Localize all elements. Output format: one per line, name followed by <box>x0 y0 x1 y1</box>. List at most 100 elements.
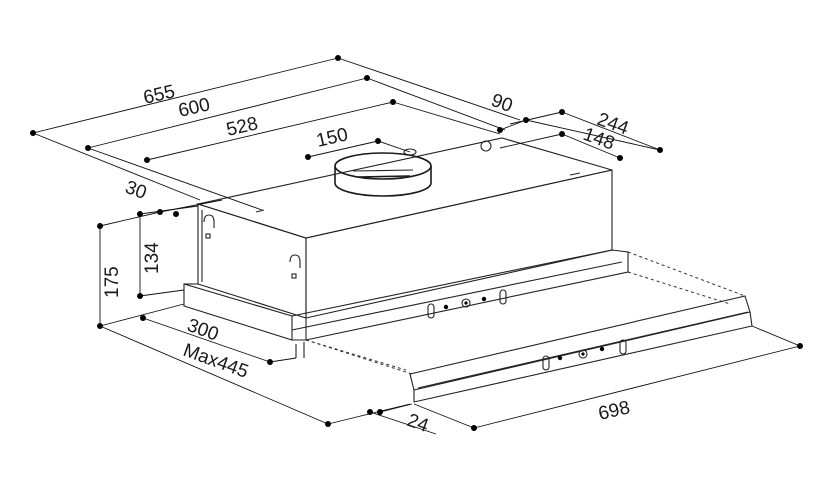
button-dot <box>481 296 487 302</box>
dim-ext-655-left <box>32 132 201 201</box>
slider-knob-left <box>427 303 435 319</box>
dim-dot <box>559 131 565 137</box>
base-front-line <box>291 261 623 331</box>
dim-dot <box>267 359 273 365</box>
slider-knob-left <box>542 355 550 371</box>
dim-line-698 <box>473 345 801 429</box>
button-ring <box>578 349 588 359</box>
slider-right-dashed <box>627 251 746 297</box>
dim-dot <box>137 211 143 217</box>
dim-ext-698-right <box>751 325 801 347</box>
dim-ext-698-left <box>413 403 475 429</box>
dim-ext-134-b <box>139 289 185 297</box>
slider-front-lip <box>413 311 753 403</box>
dim-dot <box>144 157 150 163</box>
dim-line-148 <box>561 133 621 159</box>
dim-line-300 <box>142 317 271 363</box>
dim-dot <box>559 109 565 115</box>
label-600: 600 <box>176 94 212 122</box>
dim-dot <box>30 130 36 136</box>
label-655: 655 <box>141 81 177 109</box>
slider-inner-dashed-right <box>627 271 731 305</box>
slider-knob-right <box>499 289 507 305</box>
base-front-strip <box>291 249 629 341</box>
duct-collar <box>334 152 432 197</box>
dim-dot <box>471 425 477 431</box>
button-dot <box>599 346 605 352</box>
dim-ext-655 <box>337 57 521 121</box>
label-90: 90 <box>488 90 515 117</box>
extended-slider <box>305 251 753 403</box>
dim-ext-600 <box>366 77 506 131</box>
dim-ext-175-b <box>99 303 185 327</box>
dim-line-244 <box>561 111 661 151</box>
dim-dot <box>367 409 373 415</box>
dim-dot <box>364 75 370 81</box>
label-30: 30 <box>122 177 149 204</box>
button-center <box>464 301 468 305</box>
slider-side-dashed <box>305 339 413 375</box>
dim-dot <box>97 223 103 229</box>
label-134: 134 <box>142 242 163 274</box>
label-175: 175 <box>102 266 123 298</box>
dim-dot <box>325 421 331 427</box>
dim-ext-300 <box>269 357 297 363</box>
dim-dot <box>335 55 341 61</box>
mount-slot-left <box>203 214 215 228</box>
dim-dot <box>173 211 179 217</box>
dim-ext-150 <box>377 140 411 153</box>
collar-flap <box>357 175 411 178</box>
dim-dot <box>377 409 383 415</box>
button-dot <box>443 304 449 310</box>
dimension-labels: 655 600 528 150 90 244 148 30 134 175 30… <box>102 81 632 437</box>
dim-line-24 <box>369 411 437 435</box>
button-ring <box>461 298 471 308</box>
dim-ext-244 <box>509 111 563 125</box>
mount-slot-right <box>289 254 301 268</box>
slider-front-panel <box>409 295 751 391</box>
mount-hole <box>291 273 297 279</box>
hood-body <box>195 137 613 319</box>
dim-dot <box>797 343 803 349</box>
dim-dot <box>140 315 146 321</box>
top-fixture <box>480 140 492 152</box>
dim-dot <box>390 99 396 105</box>
dim-dot <box>497 127 503 133</box>
dim-ext-24 <box>379 403 413 413</box>
collar-top-rim <box>334 152 432 180</box>
collar-flap-inner <box>352 169 414 172</box>
dim-ext-600-left <box>87 147 263 211</box>
collar-wall <box>334 166 432 197</box>
dim-line-max445 <box>99 325 329 425</box>
top-mark <box>255 209 265 213</box>
hood-base <box>183 249 629 358</box>
button-dot <box>557 355 563 361</box>
dim-dot <box>375 138 381 144</box>
button-center <box>581 352 585 356</box>
dim-ext-134 <box>139 205 199 215</box>
dim-dot <box>657 147 663 153</box>
dim-ext-90 <box>525 119 661 151</box>
label-24: 24 <box>404 410 431 437</box>
dim-line-150 <box>307 140 379 158</box>
dim-dot <box>617 155 623 161</box>
dim-ext-175 <box>99 211 161 227</box>
dim-dot <box>137 293 143 299</box>
mount-hole <box>205 233 211 239</box>
top-mark <box>569 172 581 176</box>
slider-knob-right <box>619 339 627 355</box>
dim-dot <box>305 154 311 160</box>
dim-dot <box>85 145 91 151</box>
dimension-lines <box>30 55 803 435</box>
dim-ext-528 <box>392 101 501 135</box>
dim-line-655 <box>32 57 339 134</box>
label-528: 528 <box>224 113 260 141</box>
label-150: 150 <box>314 124 350 152</box>
dim-ext-148 <box>499 133 563 149</box>
slider-inner-dashed <box>305 339 407 371</box>
label-max445: Max445 <box>180 340 251 383</box>
dim-line-528 <box>146 101 394 161</box>
dim-line-600 <box>87 77 368 149</box>
label-698: 698 <box>596 397 632 425</box>
